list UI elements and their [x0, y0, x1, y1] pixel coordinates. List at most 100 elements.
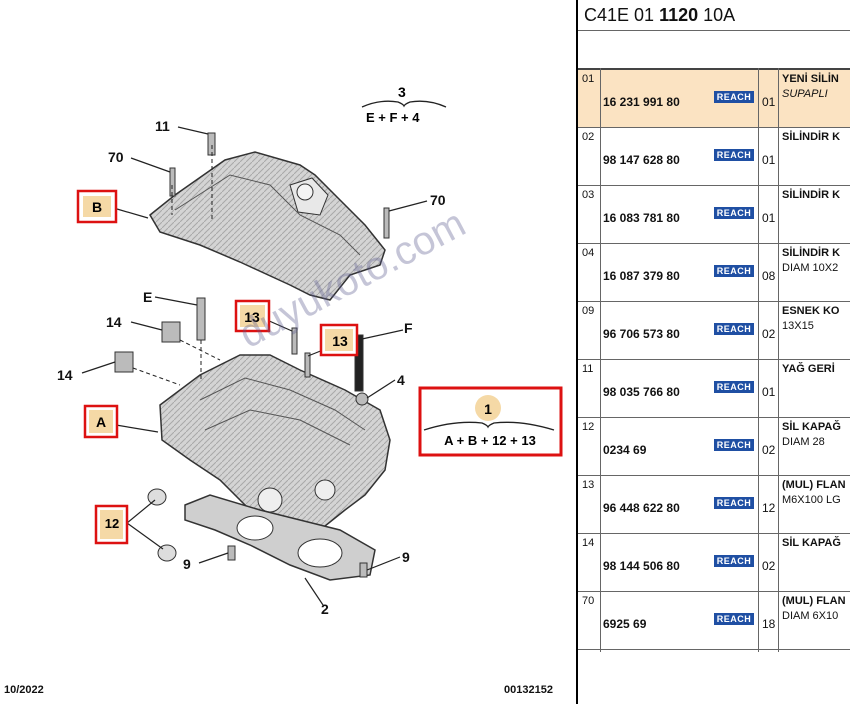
svg-text:A: A	[96, 414, 106, 430]
callout-12-box: 12	[94, 504, 129, 545]
group-3-summary: 3 E + F + 4	[361, 84, 447, 125]
svg-text:A + B + 12 + 13: A + B + 12 + 13	[444, 433, 536, 448]
svg-text:B: B	[92, 199, 102, 215]
fasteners-drawing	[114, 132, 390, 578]
quantity: 01	[762, 95, 776, 109]
part-description: (MUL) FLAN	[782, 479, 846, 491]
reach-badge: REACH	[714, 381, 754, 393]
catalog-row-09[interactable]: 09 96 706 573 80 REACH 02 ESNEK KO 13X15	[578, 302, 850, 360]
part-description-detail: 13X15	[782, 320, 814, 332]
callout-14-lower: 14	[57, 367, 73, 383]
part-description: SİL KAPAĞ	[782, 537, 841, 549]
callout-11: 11	[155, 118, 170, 134]
quantity: 08	[762, 269, 776, 283]
callout-14-upper: 14	[106, 314, 122, 330]
quantity: 01	[762, 153, 776, 167]
footer-date: 10/2022	[4, 684, 44, 696]
svg-text:13: 13	[244, 309, 260, 325]
reach-badge: REACH	[714, 323, 754, 335]
part-description-detail: DIAM 6X10	[782, 610, 839, 622]
catalog-row-03[interactable]: 03 16 083 781 80 REACH 01 SİLİNDİR K	[578, 186, 850, 244]
column-divider	[600, 68, 601, 652]
part-number: 98 035 766 80	[603, 385, 680, 399]
reach-badge: REACH	[714, 555, 754, 567]
callout-70-left: 70	[108, 149, 124, 165]
reach-badge: REACH	[714, 497, 754, 509]
column-divider	[758, 68, 759, 652]
catalog-row-11[interactable]: 11 98 035 766 80 REACH 01 YAĞ GERİ	[578, 360, 850, 418]
quantity: 02	[762, 443, 776, 457]
part-description: YAĞ GERİ	[782, 363, 835, 375]
part-number: 16 231 991 80	[603, 95, 680, 109]
part-number: 98 144 506 80	[603, 559, 680, 573]
reach-badge: REACH	[714, 149, 754, 161]
reach-badge: REACH	[714, 91, 754, 103]
part-description-detail: DIAM 28	[782, 436, 825, 448]
callout-70-right: 70	[430, 192, 446, 208]
quantity: 02	[762, 559, 776, 573]
catalog-row-14[interactable]: 14 98 144 506 80 REACH 02 SİL KAPAĞ	[578, 534, 850, 592]
quantity: 01	[762, 385, 776, 399]
cylinder-head-drawing	[159, 354, 391, 536]
svg-text:E + F + 4: E + F + 4	[366, 110, 420, 125]
quantity: 01	[762, 211, 776, 225]
catalog-reference: C41E 01 1120 10A	[578, 0, 850, 31]
part-number: 0234 69	[603, 443, 647, 457]
part-number: 6925 69	[603, 617, 647, 631]
part-description: SİLİNDİR K	[782, 247, 841, 259]
row-number: 11	[582, 363, 594, 375]
row-number: 01	[582, 73, 595, 85]
quantity: 12	[762, 501, 776, 515]
part-description: SİLİNDİR K	[782, 189, 841, 201]
reach-badge: REACH	[714, 265, 754, 277]
callout-9-left: 9	[183, 556, 191, 572]
row-number: 04	[582, 247, 595, 259]
row-number: 09	[582, 305, 595, 317]
part-number: 16 083 781 80	[603, 211, 680, 225]
row-number: 03	[582, 189, 595, 201]
quantity: 18	[762, 617, 776, 631]
catalog-subheader	[578, 31, 850, 70]
part-number: 98 147 628 80	[603, 153, 680, 167]
svg-text:12: 12	[105, 516, 119, 531]
column-divider	[778, 68, 779, 652]
head-gasket-drawing	[184, 494, 376, 581]
part-number: 96 706 573 80	[603, 327, 680, 341]
callout-b-box: B	[76, 189, 118, 224]
part-number: 16 087 379 80	[603, 269, 680, 283]
catalog-row-12[interactable]: 12 0234 69 REACH 02 SİL KAPAĞ DIAM 28	[578, 418, 850, 476]
callout-a-box: A	[83, 404, 119, 439]
part-description-detail: DIAM 10X2	[782, 262, 839, 274]
part-description: ESNEK KO	[782, 305, 840, 317]
row-number: 13	[582, 479, 595, 491]
reach-badge: REACH	[714, 207, 754, 219]
leader-lines	[81, 126, 428, 606]
part-description: YENİ SİLİN	[782, 73, 839, 85]
catalog-row-04[interactable]: 04 16 087 379 80 REACH 08 SİLİNDİR K DIAM 10X…	[578, 244, 850, 302]
svg-text:1: 1	[484, 401, 492, 417]
row-number: 70	[582, 595, 595, 607]
dashed-guides	[132, 145, 221, 386]
callout-13-left-box: 13	[234, 299, 271, 333]
row-number: 12	[582, 421, 595, 433]
footer-diagram-code: 00132152	[504, 684, 553, 696]
svg-text:3: 3	[398, 84, 406, 100]
callout-9-right: 9	[402, 549, 410, 565]
reach-badge: REACH	[714, 439, 754, 451]
quantity: 02	[762, 327, 776, 341]
callout-2: 2	[321, 601, 329, 617]
svg-text:13: 13	[332, 333, 348, 349]
group-1-summary-box: 1 A + B + 12 + 13	[418, 386, 563, 457]
part-description: SİL KAPAĞ	[782, 421, 841, 433]
valve-cover-drawing	[149, 151, 386, 301]
callout-f: F	[404, 320, 413, 336]
callout-4: 4	[397, 372, 405, 388]
row-number: 14	[582, 537, 595, 549]
part-number: 96 448 622 80	[603, 501, 680, 515]
